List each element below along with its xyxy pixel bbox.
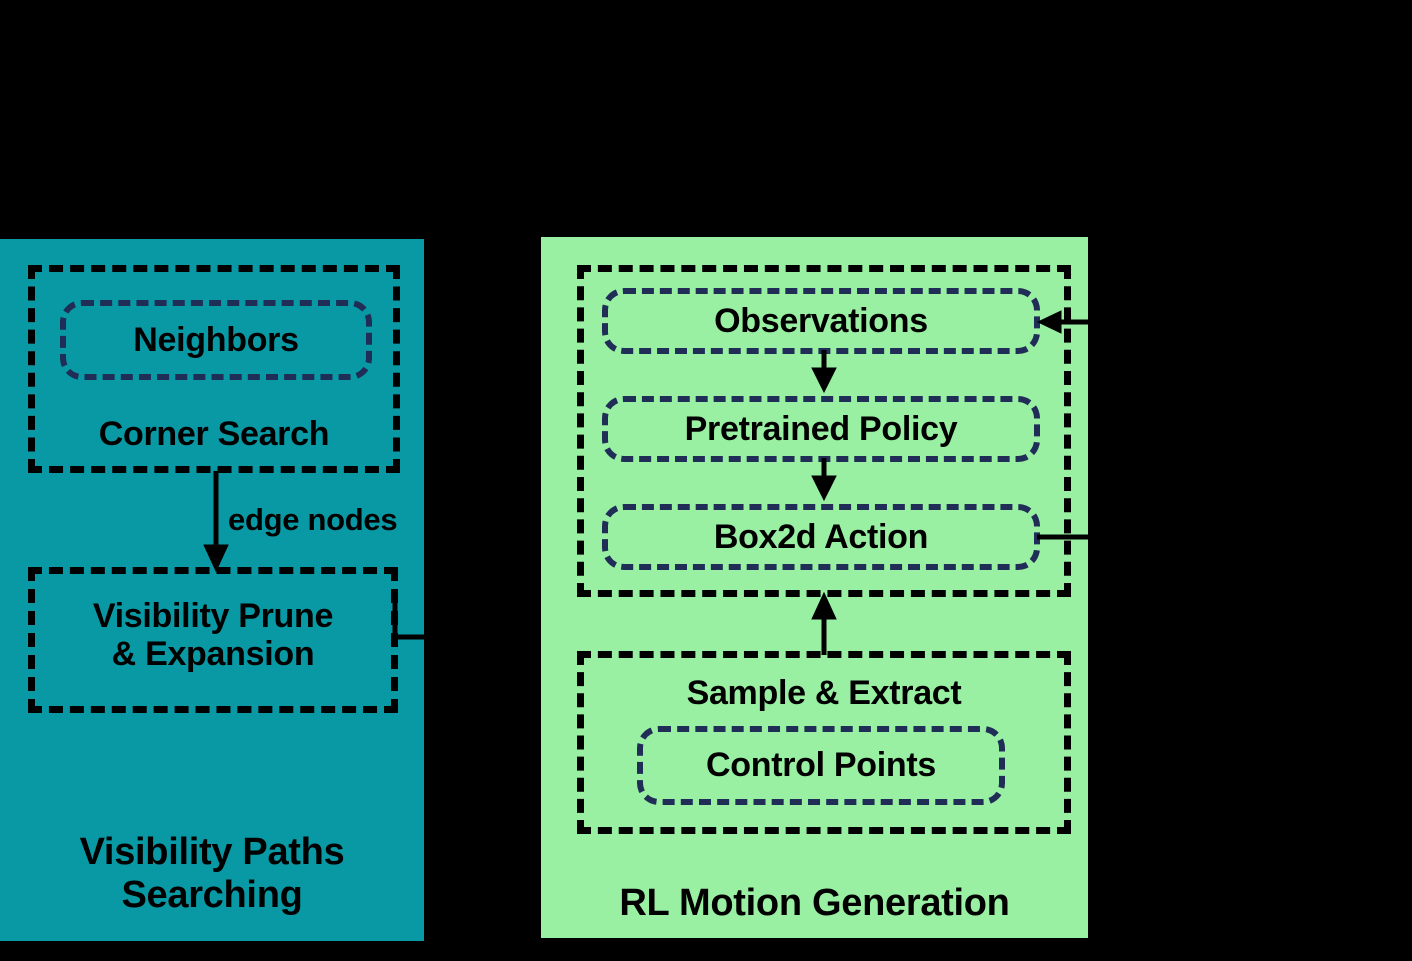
connector-obs-to-policy	[811, 350, 837, 394]
node-pretrained-policy[interactable]: Pretrained Policy	[602, 396, 1040, 462]
group-visibility-prune	[28, 567, 398, 713]
connector-prune-out	[392, 589, 430, 640]
node-box2d-action-label: Box2d Action	[713, 517, 929, 556]
panel-rl-caption: RL Motion Generation	[619, 882, 1010, 924]
connector-edge-nodes	[203, 471, 229, 573]
connector-box2d-action-out	[1037, 534, 1093, 540]
connector-sample-to-loop	[811, 591, 837, 655]
group-corner-search-label: Corner Search	[98, 415, 330, 453]
panel-rl-motion-generation: Observations Pretrained Policy Box2d Act…	[541, 237, 1093, 938]
node-control-points-label: Control Points	[706, 746, 936, 785]
connector-policy-to-action	[811, 458, 837, 502]
panel-visibility-paths-searching: Neighbors Corner Search edge nodes Visib…	[0, 239, 430, 941]
connector-observations-in	[1036, 310, 1093, 334]
panel-visibility-caption: Visibility Paths Searching	[79, 831, 345, 916]
node-control-points[interactable]: Control Points	[637, 726, 1005, 805]
node-pretrained-policy-label: Pretrained Policy	[684, 409, 958, 448]
group-visibility-prune-label: Visibility Prune & Expansion	[92, 597, 334, 674]
group-sample-extract-label: Sample & Extract	[686, 674, 962, 712]
node-neighbors[interactable]: Neighbors	[60, 300, 372, 380]
node-observations[interactable]: Observations	[602, 288, 1040, 354]
group-sample-extract	[577, 651, 1071, 834]
node-observations-label: Observations	[714, 301, 928, 340]
connector-edge-nodes-label: edge nodes	[228, 502, 398, 537]
node-box2d-action[interactable]: Box2d Action	[602, 504, 1040, 570]
node-neighbors-label: Neighbors	[133, 320, 299, 359]
group-corner-search	[28, 265, 400, 473]
